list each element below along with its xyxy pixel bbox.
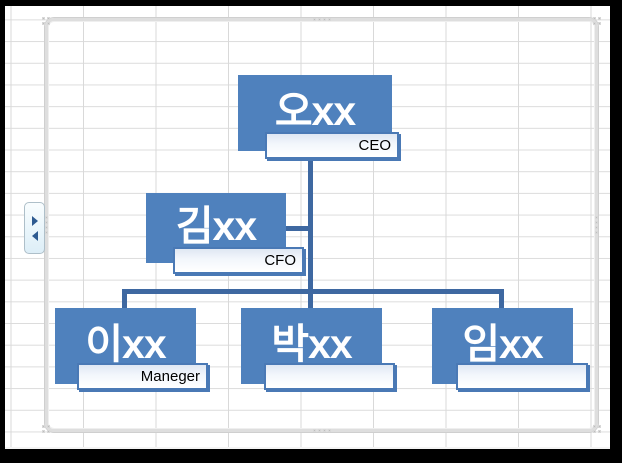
smartart-canvas-frame[interactable] [42, 17, 601, 433]
org-node-manager-1: 이xx Maneger [55, 308, 208, 390]
org-node-ceo: 오xx CEO [238, 75, 399, 159]
expand-right-icon [31, 215, 38, 226]
org-node-title-box[interactable]: CEO [265, 132, 399, 159]
resize-handle-bottom[interactable] [312, 429, 331, 432]
org-node-title-box[interactable]: Maneger [77, 363, 208, 390]
resize-handle-bottom-left[interactable] [42, 425, 50, 433]
connector-drop-left[interactable] [122, 289, 127, 310]
org-node-manager-2: 박xx [241, 308, 395, 390]
org-node-title-box[interactable] [456, 363, 588, 390]
org-node-title-box[interactable]: CFO [173, 247, 304, 274]
org-node-cfo: 김xx CFO [146, 193, 304, 274]
org-chart: 오xx CEO 김xx CFO 이xx Maneger 박xx 임xx [5, 6, 610, 449]
connector-cfo-stub[interactable] [286, 226, 312, 231]
connector-children-rail[interactable] [122, 289, 504, 294]
excel-worksheet-grid[interactable]: 오xx CEO 김xx CFO 이xx Maneger 박xx 임xx [5, 6, 610, 449]
text-pane-toggle-button[interactable] [24, 202, 45, 254]
connector-drop-right[interactable] [499, 289, 504, 310]
resize-handle-top-left[interactable] [42, 17, 50, 25]
worksheet-bottom-edge [5, 447, 610, 449]
resize-handle-left[interactable] [45, 216, 48, 234]
resize-handle-top-right[interactable] [593, 17, 601, 25]
collapse-left-icon [31, 230, 38, 241]
org-node-manager-3: 임xx [432, 308, 588, 390]
resize-handle-right[interactable] [595, 216, 598, 234]
resize-handle-bottom-right[interactable] [593, 425, 601, 433]
resize-handle-top[interactable] [312, 18, 331, 21]
org-node-title-box[interactable] [264, 363, 395, 390]
